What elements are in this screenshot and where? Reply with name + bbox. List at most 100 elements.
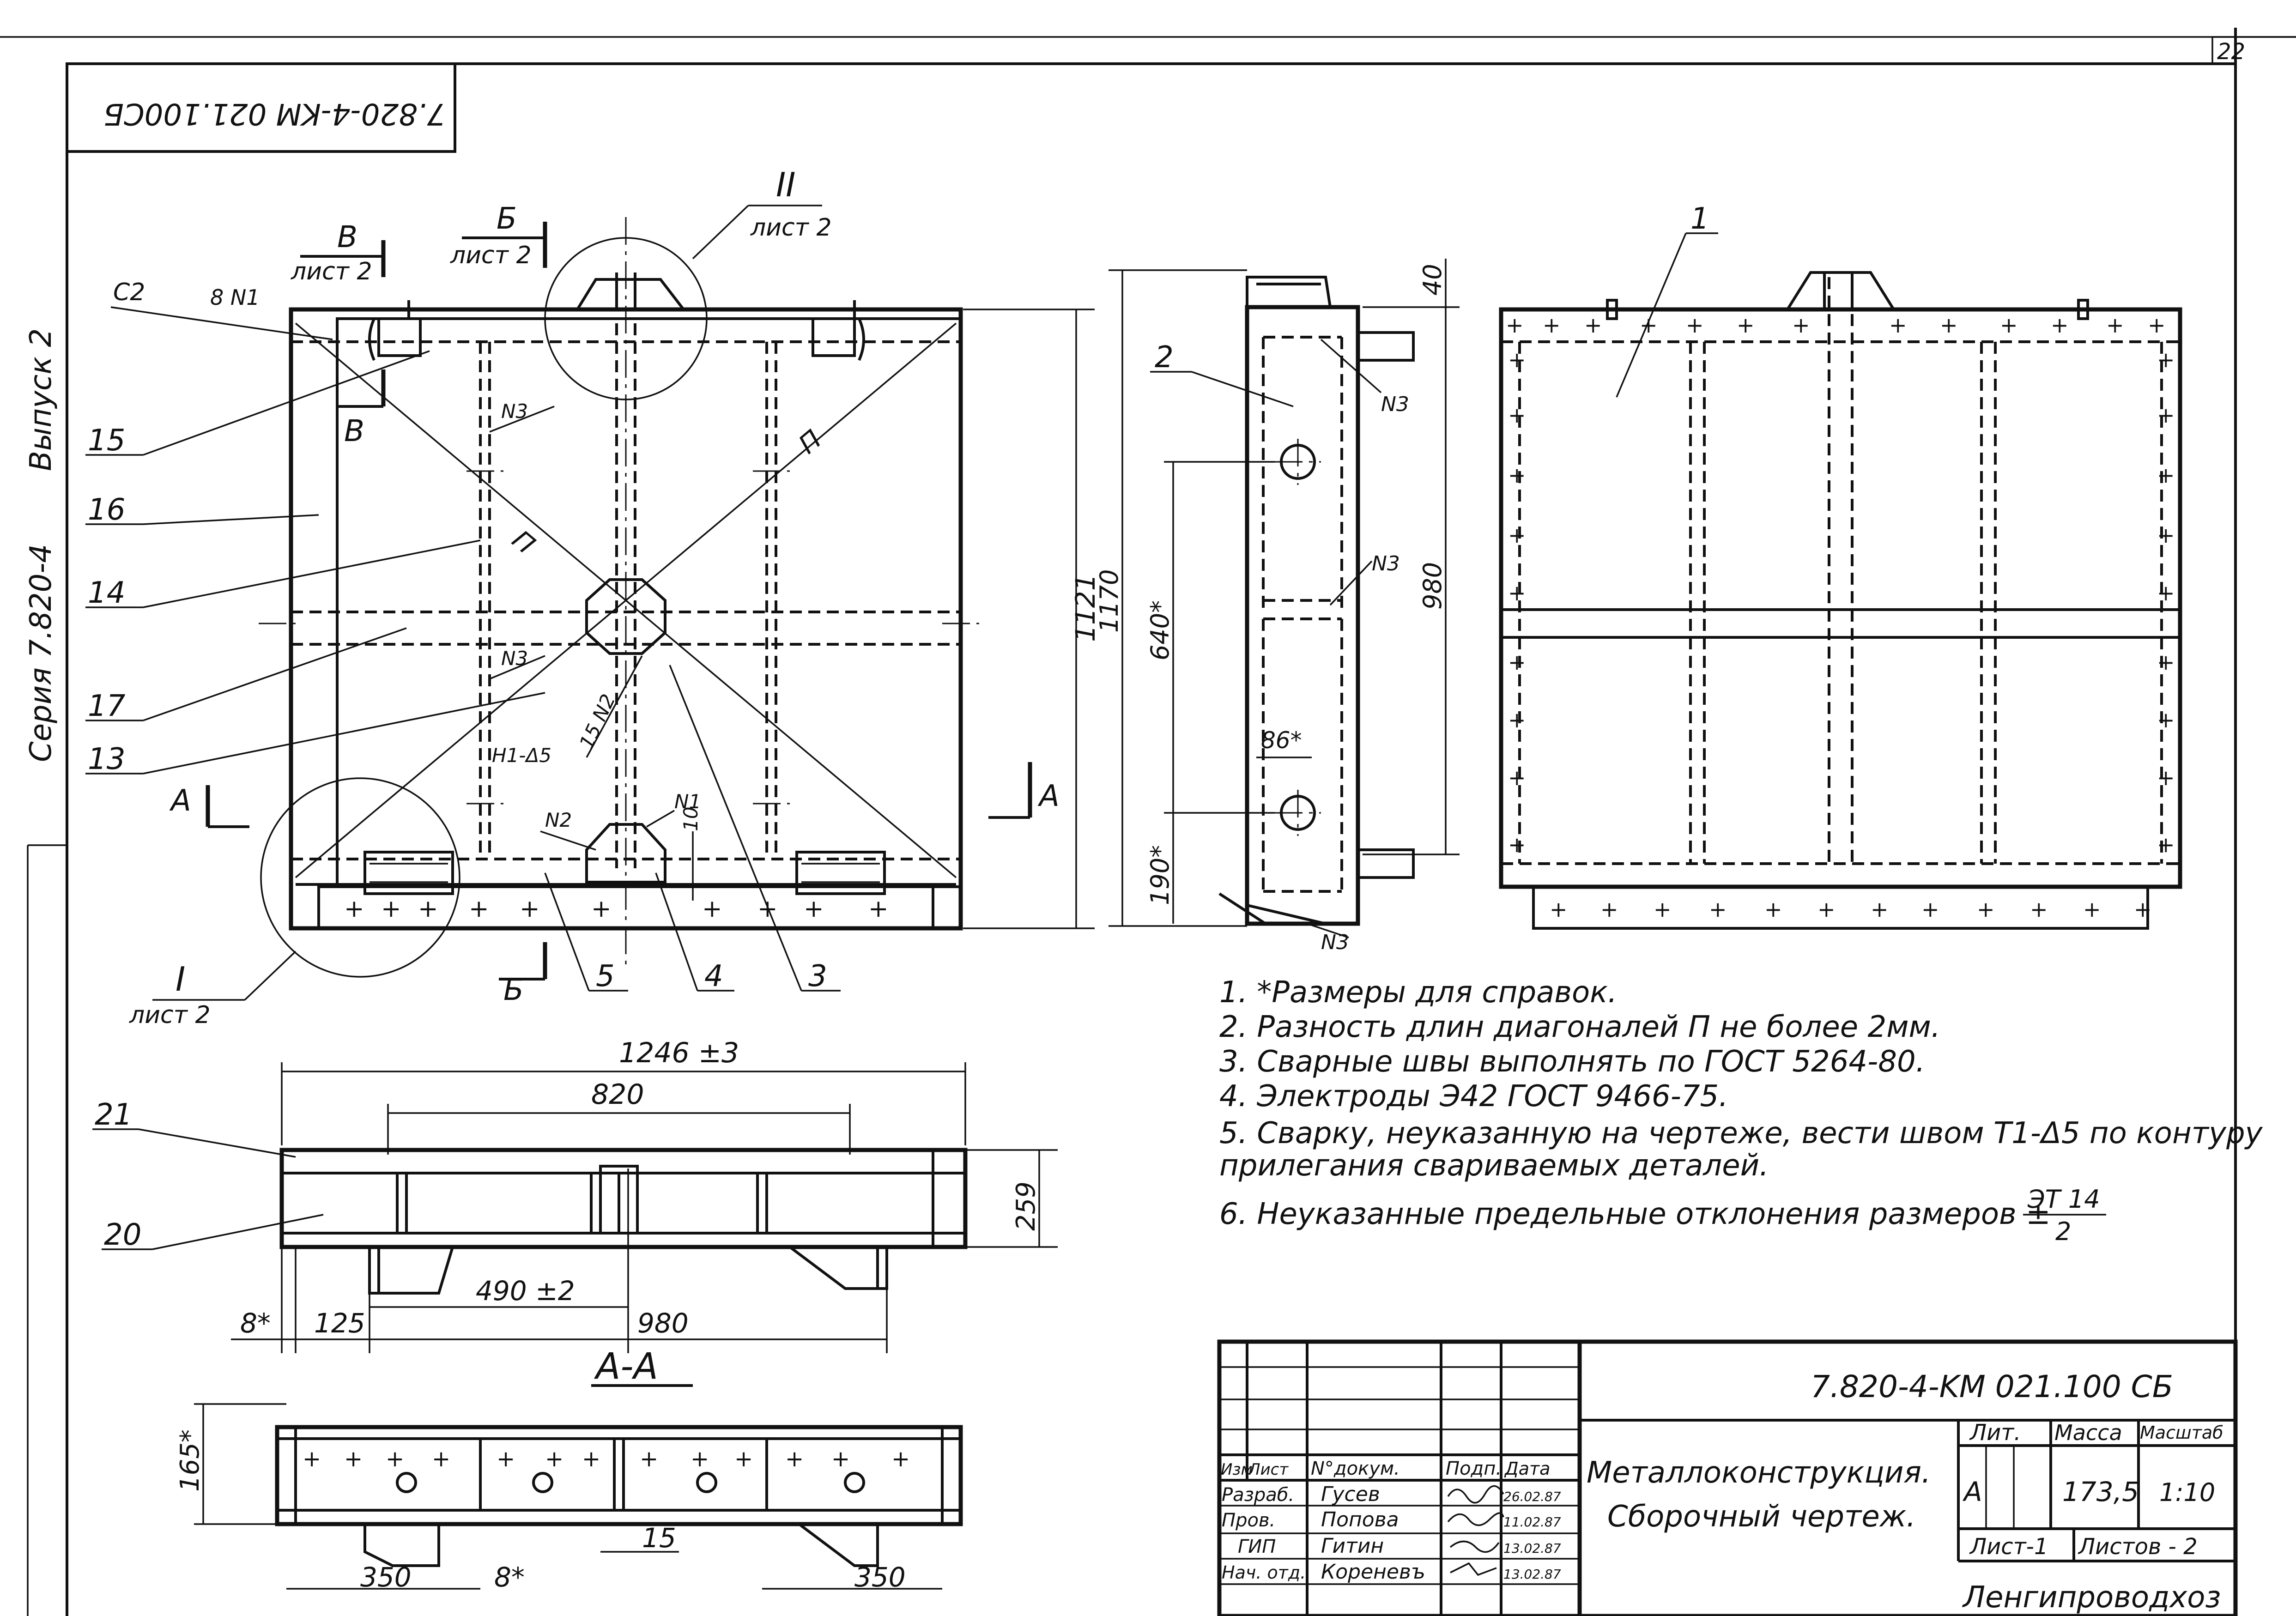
scale-value: 1:10 [2159,1478,2215,1507]
svg-text:+: + [1550,897,1568,922]
label-n2: N2 [545,809,572,831]
note-5-cont: прилегания свариваемых деталей. [1219,1149,1769,1183]
svg-text:+: + [2157,347,2175,372]
svg-text:+: + [1640,313,1658,338]
mass-value: 173,5 [2062,1476,2139,1507]
svg-text:+: + [2157,463,2175,488]
callout-1: 1 [1690,202,1709,236]
row-1-name: Гусев [1321,1483,1380,1506]
svg-text:+: + [344,1446,363,1472]
label-section-b2-sheet: лист 2 [450,242,532,269]
svg-text:+: + [1506,313,1524,338]
svg-text:+: + [1889,313,1907,338]
svg-text:+: + [1508,523,1526,548]
label-detail-ii: II [776,165,795,204]
dim-350-right: 350 [854,1562,906,1593]
svg-text:+: + [2157,708,2175,732]
label-dim-10: 10 [679,807,702,831]
row-2-role: Пров. [1222,1510,1275,1531]
label-diag-upper: П [793,424,827,460]
section-aa-labels: А-А 21 20 1246 ±3 820 259 490 ±2 980 8* … [92,1037,1041,1387]
sheet-number: 22 [2217,39,2245,65]
svg-text:+: + [831,1446,850,1472]
tolerance-numerator: ЭТ 14 [2027,1185,2100,1214]
svg-text:+: + [2148,313,2166,338]
svg-text:+: + [1584,313,1602,338]
header-list: Лист [1248,1460,1289,1479]
label-section-a-left: А [169,784,191,818]
dim-165: 165* [175,1429,205,1492]
dim-1246: 1246 ±3 [619,1037,739,1069]
plan-view: +++++++++++++ [194,1403,963,1590]
header-doc: N°докум. [1311,1458,1400,1479]
title-block-code: 7.820-4-KM 021.100 СБ [1811,1369,2173,1404]
dim-490: 490 ±2 [476,1275,575,1307]
note-1: 1. *Размеры для справок. [1219,975,1617,1010]
dim-1170: 1170 [1095,569,1124,633]
row-1-date: 26.02.87 [1503,1489,1561,1504]
side-view-labels: 2 40 1170 980 640* 86* 190* N3 N3 N3 [1095,264,1447,954]
svg-text:+: + [1508,581,1526,605]
back-view-bolts: +++++++++++++ +++++++++ +++++++++ ++++++… [1506,313,2175,922]
svg-text:+: + [868,895,889,923]
dim-980-aa: 980 [637,1307,689,1339]
callout-16: 16 [88,493,125,527]
label-diag-lower: П [506,525,540,560]
dim-15: 15 [642,1522,676,1554]
label-section-b-top: В [337,220,357,254]
svg-text:+: + [734,1446,753,1472]
header-izm: Изм [1221,1460,1253,1479]
dim-125: 125 [314,1307,365,1339]
label-section-b-bottom: В [344,414,364,448]
row-4-role: Нач. отд. [1222,1562,1306,1583]
label-section-b-sheet: лист 2 [291,258,372,285]
svg-text:+: + [344,895,364,923]
svg-text:+: + [469,895,489,923]
svg-text:+: + [381,895,401,923]
svg-text:+: + [2157,581,2175,605]
svg-text:+: + [1508,403,1526,428]
dim-1121: 1121 [1070,574,1101,642]
dim-820: 820 [591,1078,644,1111]
label-n1: N1 [674,790,701,813]
callout-15: 15 [88,424,125,458]
dim-640: 640* [1145,600,1175,660]
svg-text:+: + [1871,897,1889,922]
svg-text:+: + [2157,523,2175,548]
dim-86: 86* [1261,727,1302,754]
callout-14: 14 [88,576,125,610]
row-4-name: Кореневъ [1321,1560,1425,1584]
callout-20: 20 [104,1218,141,1252]
main-view-labels: С2 8 N1 В лист 2 В Б лист 2 Б А А II лис… [110,165,1060,1029]
svg-text:+: + [1508,765,1526,790]
label-n3-side-top: N3 [1381,393,1409,416]
svg-text:+: + [2083,897,2101,922]
svg-text:+: + [432,1446,450,1472]
sill-bolts: ++++++++++ [344,895,889,923]
signature-1 [1447,1485,1504,1504]
label-n3-middle: N3 [501,647,528,670]
note-5: 5. Сварку, неуказанную на чертеже, вести… [1219,1116,2263,1150]
row-3-name: Гитин [1321,1534,1384,1558]
svg-text:+: + [2157,403,2175,428]
note-4: 4. Электроды Э42 ГОСТ 9466-75. [1219,1079,1728,1114]
label-h1: Н1-Δ5 [492,744,551,767]
signature-2 [1447,1512,1504,1526]
back-view: +++++++++++++ +++++++++ +++++++++ ++++++… [1499,202,2182,930]
svg-text:+: + [497,1446,515,1472]
dim-8-plan: 8* [494,1562,525,1593]
side-view [1109,259,1460,927]
svg-text:+: + [1764,897,1782,922]
title-block-text: 7.820-4-KM 021.100 СБ Металлоконструкция… [1221,1369,2223,1615]
dim-8-aa: 8* [240,1307,271,1339]
dim-350-left: 350 [360,1562,412,1593]
signature-4 [1450,1562,1497,1576]
svg-text:+: + [1817,897,1836,922]
svg-text:+: + [1508,347,1526,372]
callout-2: 2 [1155,340,1174,375]
svg-text:+: + [1600,897,1618,922]
svg-text:+: + [1654,897,1672,922]
svg-text:+: + [1508,708,1526,732]
svg-text:+: + [1921,897,1939,922]
